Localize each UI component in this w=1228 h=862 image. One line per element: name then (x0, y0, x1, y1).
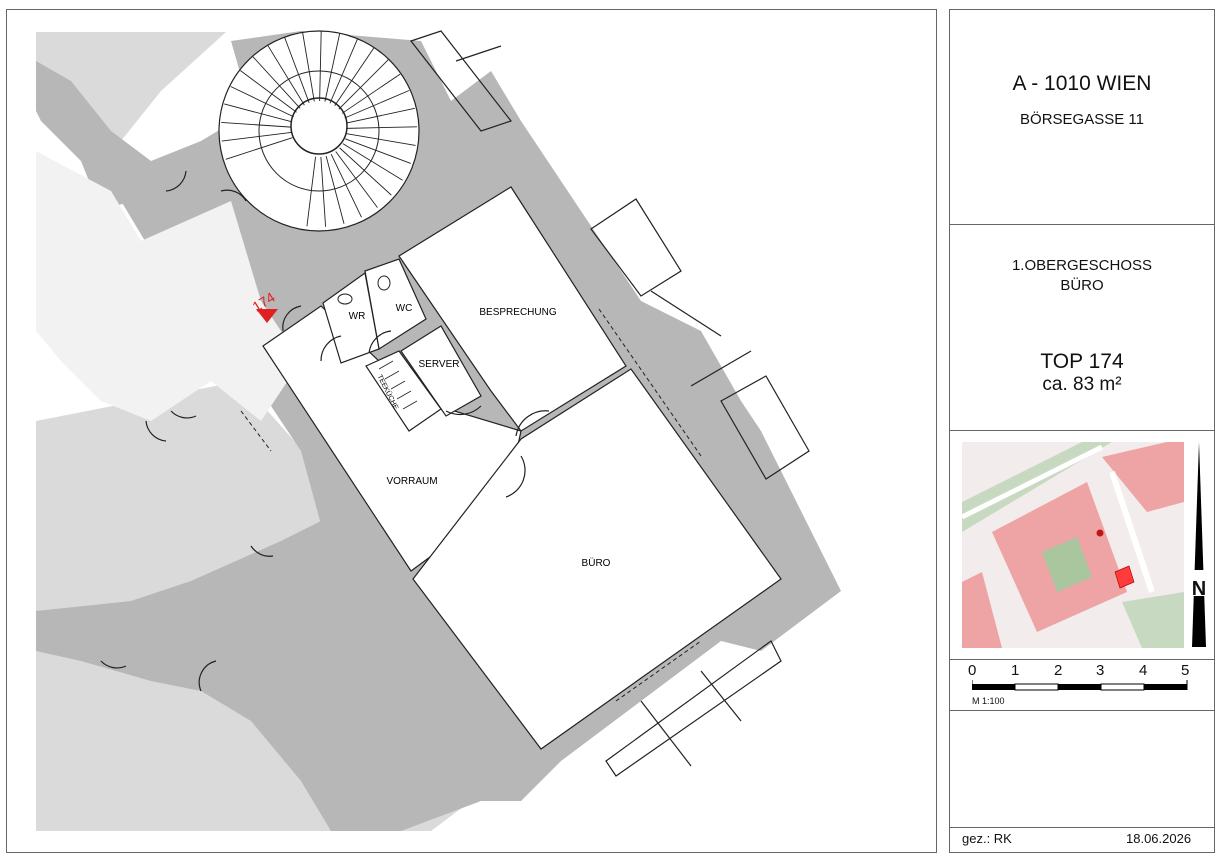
room-label-server: SERVER (419, 359, 460, 370)
stair-tread (320, 156, 327, 227)
stair-tread (335, 151, 378, 208)
stair-tread (345, 138, 411, 164)
stair-tread (221, 121, 292, 128)
stair-tread (346, 126, 417, 129)
stair-tread (342, 143, 403, 181)
divider (950, 659, 1214, 660)
stair-tread (344, 90, 410, 119)
stair-tread (330, 154, 362, 218)
room-label-buero: BÜRO (582, 557, 611, 569)
room-label-besprechung: BESPRECHUNG (479, 307, 556, 318)
divider (950, 710, 1214, 711)
floor-level: 1.OBERGESCHOSS (1011, 257, 1153, 274)
stair-tread (225, 137, 293, 160)
stair-tread (346, 107, 415, 124)
address-city: A - 1010 WIEN (1012, 72, 1152, 95)
drawn-by: gez.: RK (962, 831, 1012, 846)
floor-plan: WR WC BESPRECHUNG SERVER TEEKÜCHE VORRAU… (36, 30, 841, 831)
toilet-wr (337, 293, 353, 305)
title-block: A - 1010 WIEN BÖRSEGASSE 11 1.OBERGESCHO… (949, 9, 1215, 853)
unit-floor-besprechung (398, 186, 627, 432)
room-label-wr: WR (349, 311, 366, 322)
stair-tread (334, 47, 375, 107)
wall-mass-left (36, 61, 151, 211)
unit-area: ca. 83 m² (1042, 374, 1122, 395)
scale-tick-2: 2 (1054, 662, 1063, 679)
kitchen-counter (378, 360, 418, 410)
stair-tread (230, 86, 294, 118)
corridor-floor (36, 151, 301, 421)
divider (950, 224, 1214, 225)
scale-tick-3: 3 (1096, 662, 1105, 679)
door-swings (100, 170, 550, 692)
stair-tread (319, 31, 322, 102)
stair-tread (221, 132, 292, 142)
stair-tread (329, 38, 358, 104)
stair-tread (224, 103, 293, 123)
map-unit-highlight (1114, 565, 1135, 589)
scale-label: M 1:100 (972, 696, 1005, 706)
toilet-wc (377, 275, 391, 291)
divider (950, 827, 1214, 828)
room-label-wc: WC (396, 303, 413, 314)
date: 18.06.2026 (1126, 831, 1192, 846)
stair-tread (252, 56, 301, 109)
stair-tread (346, 133, 416, 146)
stair-tread (341, 73, 401, 114)
scale-tick-4: 4 (1139, 662, 1148, 679)
stair-tread (240, 70, 297, 113)
north-arrow-icon (1191, 442, 1207, 647)
stair-tread (338, 59, 389, 110)
facade-outlines (410, 30, 810, 777)
stair-tread (302, 32, 315, 102)
address-street: BÖRSEGASSE 11 (1020, 111, 1144, 128)
stair-tread (325, 155, 345, 224)
scale-bar (972, 680, 1188, 691)
location-map (962, 442, 1184, 648)
unit-floor-buero (412, 368, 782, 750)
room-label-vorraum: VORRAUM (386, 476, 437, 487)
wall-mass-bottom (36, 521, 481, 831)
north-label: N (1191, 578, 1207, 600)
stair-tread (339, 147, 392, 196)
stair-tread (284, 37, 310, 103)
divider (950, 430, 1214, 431)
scale-tick-0: 0 (968, 662, 977, 679)
stair-tread (267, 45, 305, 106)
floor-use: BÜRO (1060, 277, 1104, 294)
unit-floor-teekueche (365, 350, 442, 432)
scale-tick-5: 5 (1181, 662, 1190, 679)
stair-tread (306, 156, 316, 227)
unit-floor-wr (322, 271, 380, 364)
unit-top: TOP 174 (1040, 350, 1124, 373)
stair-tread (324, 33, 341, 102)
unit-marker-arrow (256, 309, 278, 323)
scale-tick-1: 1 (1011, 662, 1020, 679)
floor-plan-frame: WR WC BESPRECHUNG SERVER TEEKÜCHE VORRAU… (6, 9, 937, 853)
